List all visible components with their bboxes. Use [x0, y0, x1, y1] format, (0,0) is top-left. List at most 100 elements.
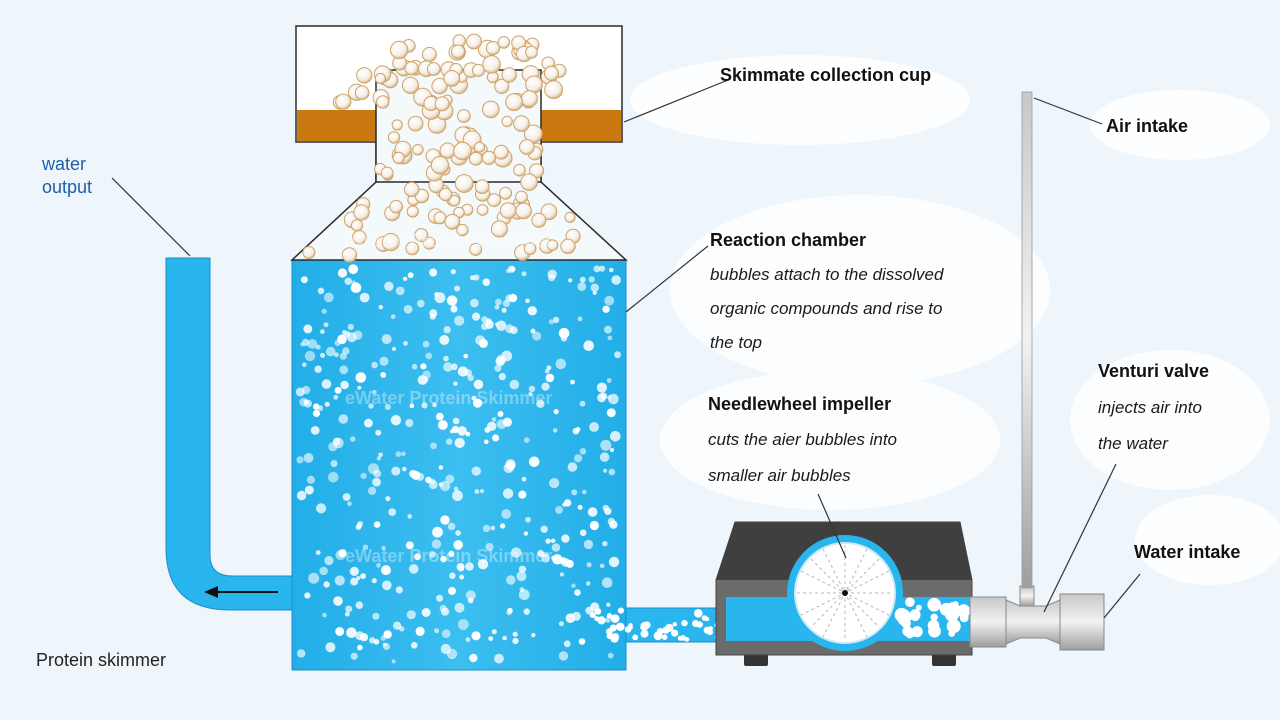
micro-bubble: [350, 577, 359, 586]
micro-bubble: [574, 454, 583, 463]
micro-bubble: [491, 629, 497, 635]
needlewheel-desc-1: cuts the aier bubbles into: [708, 430, 897, 449]
micro-bubble: [532, 331, 542, 341]
micro-bubble: [379, 356, 389, 366]
micro-bubble: [450, 269, 456, 275]
micro-bubble: [371, 578, 377, 584]
micro-bubble: [390, 415, 402, 426]
foam-bubble: [494, 78, 510, 95]
micro-bubble: [303, 399, 309, 405]
micro-bubble: [544, 369, 550, 374]
micro-bubble: [368, 486, 377, 495]
micro-bubble: [308, 572, 320, 584]
micro-bubble: [540, 525, 548, 533]
micro-bubble: [601, 577, 613, 588]
micro-bubble: [446, 648, 458, 660]
inlet-bubble: [656, 628, 664, 635]
micro-bubble: [484, 439, 489, 445]
inlet-bubble: [671, 629, 679, 637]
micro-bubble: [563, 640, 571, 648]
micro-bubble: [295, 387, 305, 397]
micro-bubble: [528, 385, 536, 393]
foam-bubble: [505, 93, 523, 111]
micro-bubble: [582, 489, 587, 495]
micro-bubble: [344, 277, 352, 285]
foam-bubble: [453, 141, 472, 161]
micro-bubble: [452, 490, 463, 502]
inlet-bubble: [662, 626, 670, 634]
foam-bubble: [546, 239, 559, 251]
micro-bubble: [457, 426, 467, 436]
foam-bubble: [485, 41, 501, 56]
foam-bubble: [443, 70, 461, 87]
micro-bubble: [411, 363, 418, 370]
water-output-label-line2: output: [42, 177, 92, 197]
micro-bubble: [381, 334, 392, 345]
reaction-chamber-desc-2: organic compounds and rise to: [710, 299, 942, 318]
micro-bubble: [371, 389, 377, 395]
inlet-bubble: [704, 616, 710, 622]
micro-bubble: [445, 438, 453, 446]
micro-bubble: [610, 431, 621, 442]
micro-bubble: [403, 341, 408, 346]
micro-bubble: [597, 616, 606, 625]
foam-bubble: [406, 205, 419, 218]
inlet-bubble: [696, 621, 703, 628]
foam-bubble: [471, 63, 485, 77]
micro-bubble: [614, 351, 621, 359]
micro-bubble: [450, 305, 458, 313]
micro-bubble: [422, 340, 430, 348]
micro-bubble: [455, 530, 461, 536]
foam-bubble: [457, 109, 471, 123]
micro-bubble: [571, 611, 581, 621]
micro-bubble: [528, 456, 540, 468]
foam-bubble: [515, 190, 528, 204]
micro-bubble: [395, 286, 405, 296]
micro-bubble: [471, 631, 481, 641]
micro-bubble: [525, 516, 531, 523]
micro-bubble: [467, 597, 474, 604]
micro-bubble: [297, 649, 306, 658]
micro-bubble: [411, 642, 418, 649]
micro-bubble: [518, 565, 527, 573]
micro-bubble: [304, 485, 314, 495]
micro-bubble: [323, 581, 330, 588]
micro-bubble: [465, 637, 471, 642]
micro-bubble: [359, 292, 370, 303]
micro-bubble: [406, 610, 416, 620]
micro-bubble: [458, 565, 464, 572]
micro-bubble: [347, 501, 352, 507]
micro-bubble: [402, 466, 407, 472]
micro-bubble: [347, 323, 354, 331]
micro-bubble: [611, 275, 621, 285]
micro-bubble: [436, 594, 444, 602]
foam-bubble: [387, 131, 401, 144]
foam-bubble: [302, 246, 316, 259]
skimmate-cup-label: Skimmate collection cup: [720, 65, 931, 85]
micro-bubble: [344, 611, 350, 617]
foam-bubble: [473, 141, 486, 153]
micro-bubble: [425, 352, 433, 360]
micro-bubble: [599, 265, 606, 272]
micro-bubble: [498, 373, 506, 381]
micro-bubble: [491, 417, 497, 422]
pump-bubble: [915, 604, 922, 611]
micro-bubble: [586, 581, 591, 586]
micro-bubble: [411, 470, 421, 480]
foam-bubble: [376, 95, 390, 109]
micro-bubble: [549, 478, 560, 489]
foam-bubble: [422, 236, 436, 250]
foam-bubble: [540, 203, 558, 221]
micro-bubble: [547, 269, 557, 279]
micro-bubble: [391, 659, 396, 664]
micro-bubble: [567, 462, 578, 472]
micro-bubble: [362, 544, 369, 550]
micro-bubble: [518, 490, 527, 499]
micro-bubble: [452, 417, 460, 425]
micro-bubble: [320, 329, 325, 334]
venturi-title: Venturi valve: [1098, 361, 1209, 381]
micro-bubble: [403, 304, 413, 314]
micro-bubble: [443, 326, 451, 334]
micro-bubble: [421, 402, 428, 409]
micro-bubble: [499, 523, 506, 529]
